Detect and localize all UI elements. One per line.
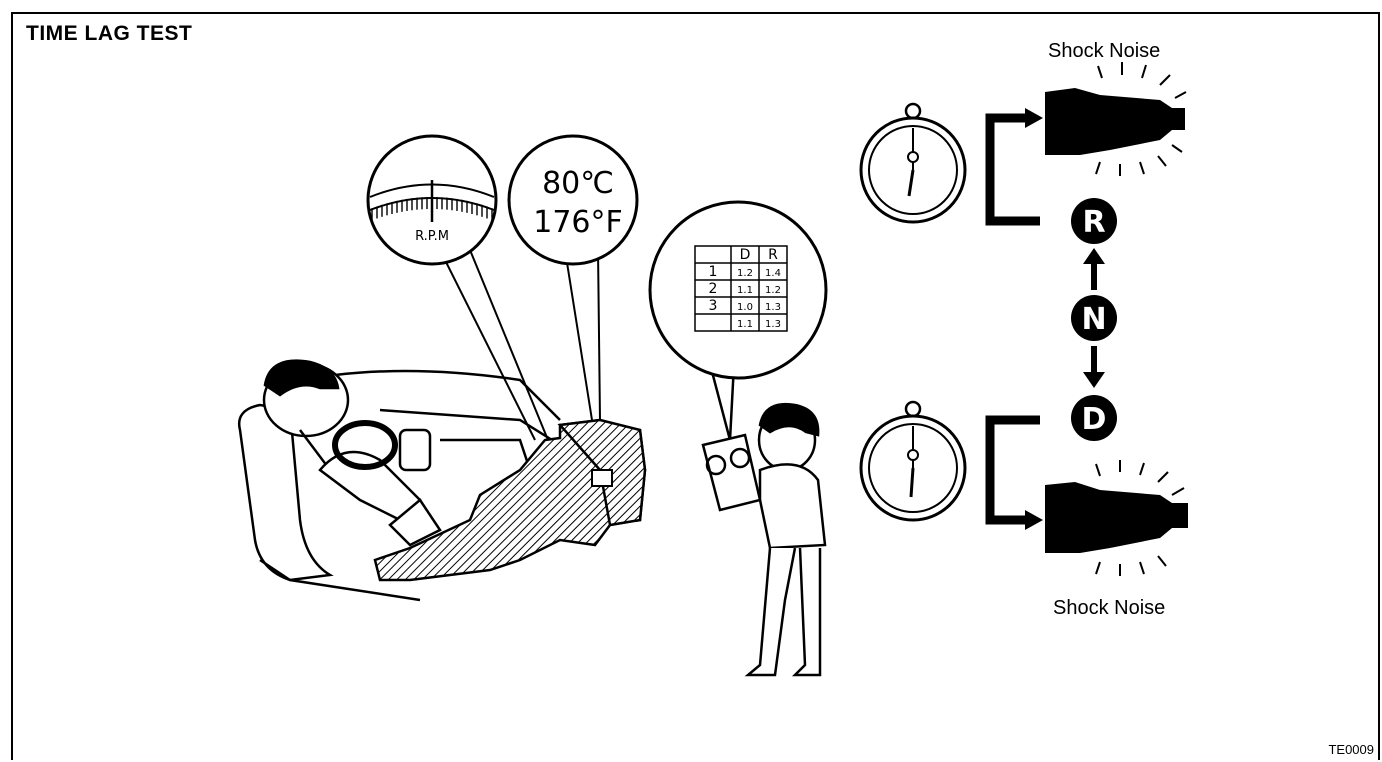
transmission-top [1045,62,1186,176]
tachometer-label: R.P.M [415,229,449,244]
results-table-cell: 1.1 [737,285,753,296]
results-table-cell: 2 [709,281,718,297]
shift-label-r: R [1082,205,1105,240]
temperature-fahrenheit: 176°F [533,205,623,240]
results-table-cell: 1.1 [737,319,753,330]
transmission-bottom [1045,460,1188,576]
stopwatch-top [861,104,965,222]
results-table-header: D [740,247,751,263]
shift-position-n: N [1071,295,1117,341]
results-table-header: R [768,247,778,263]
temperature-bubble: 80℃ 176°F [509,136,637,420]
results-table-cell: 1.2 [765,285,781,296]
shift-label-n: N [1081,302,1106,337]
temperature-celsius: 80℃ [542,166,614,201]
results-table-cell: 1.3 [765,302,781,313]
technician-illustration [703,404,825,675]
bracket-arrow-top [990,118,1040,221]
results-table-cell: 3 [709,298,718,314]
results-table-cell: 1.4 [765,268,781,279]
arrow-down-to-d [1083,372,1105,388]
stopwatch-bottom [861,402,965,520]
arrow-up-to-r [1083,248,1105,264]
results-table-cell: 1.0 [737,302,753,313]
shift-position-d: D [1071,395,1117,441]
transmission-output [592,470,612,486]
results-table-bubble: D R 1 1.2 1.4 2 1.1 1.2 3 1.0 1.3 1.1 1.3 [650,202,826,440]
shift-position-r: R [1071,198,1117,244]
results-table-cell: 1.2 [737,268,753,279]
shift-label-d: D [1082,402,1107,437]
bracket-arrow-bottom [990,420,1040,520]
results-table-cell: 1 [709,264,718,280]
results-table-cell: 1.3 [765,319,781,330]
